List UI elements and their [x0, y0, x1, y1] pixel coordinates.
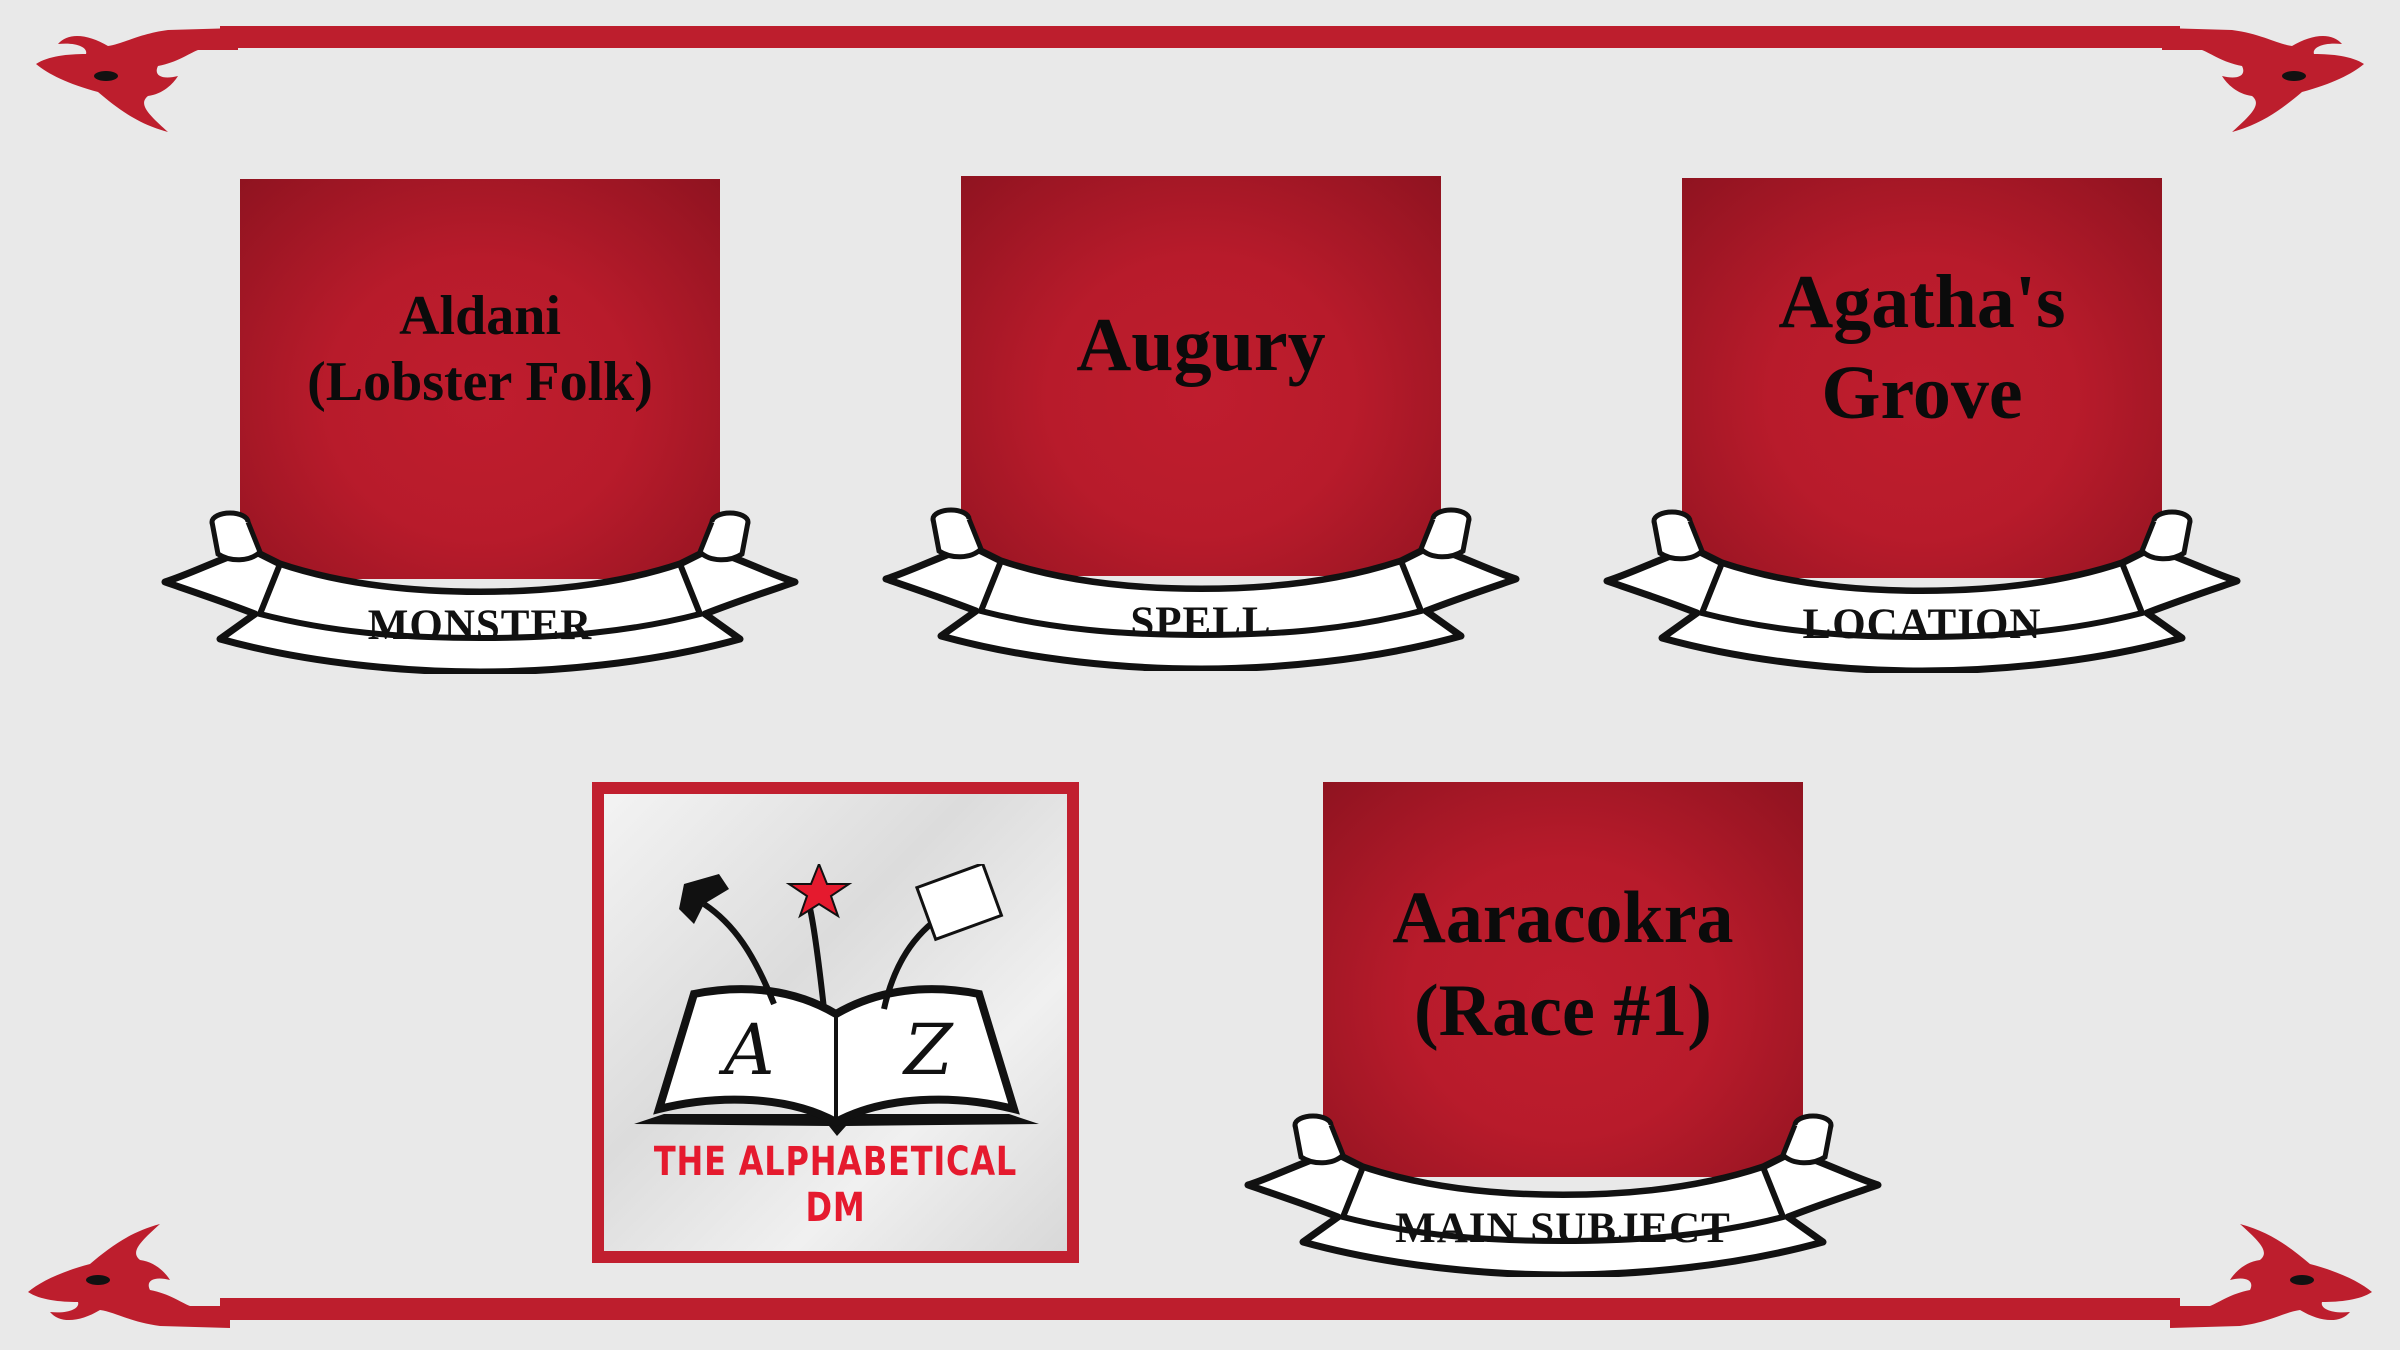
dragon-ornament-icon [2162, 28, 2364, 132]
scroll-banner-icon [1244, 1113, 1882, 1277]
page-letter-a: A [718, 1009, 775, 1091]
card-monster: Aldani (Lobster Folk) MONSTER [161, 179, 799, 739]
logo-text: THE ALPHABETICAL DM [653, 1139, 1018, 1231]
open-book-icon: A Z [634, 864, 1039, 1136]
card-main-subject: Aaracokra (Race #1) MAIN SUBJECT [1244, 782, 1882, 1342]
alphabetical-dm-logo: A Z THE ALPHABETICAL DM [592, 782, 1079, 1263]
page-letter-z: Z [902, 1009, 954, 1091]
card-panel: Aldani (Lobster Folk) [240, 179, 720, 579]
card-category-label: MONSTER [367, 602, 593, 649]
card-title: Agatha's Grove [1778, 259, 2066, 435]
scroll-banner-icon [1603, 509, 2241, 673]
card-title: Aldani (Lobster Folk) [307, 284, 653, 413]
card-category-label: LOCATION [1802, 601, 2042, 648]
card-title: Aaracokra (Race #1) [1392, 877, 1734, 1052]
card-panel: Aaracokra (Race #1) [1323, 782, 1803, 1177]
card-location: Agatha's Grove LOCATION [1603, 178, 2241, 738]
card-spell: Augury SPELL [882, 176, 1520, 736]
dragon-ornament-icon [2170, 1224, 2372, 1328]
dragon-ornament-icon [28, 1224, 230, 1328]
card-panel: Agatha's Grove [1682, 178, 2162, 578]
bottom-border-bar [220, 1298, 2180, 1320]
top-border-bar [220, 26, 2180, 48]
card-title: Augury [1076, 303, 1326, 388]
card-category-label: MAIN SUBJECT [1395, 1205, 1731, 1252]
dragon-ornament-icon [36, 28, 238, 132]
card-panel: Augury [961, 176, 1441, 576]
scroll-banner-icon [161, 510, 799, 674]
card-category-label: SPELL [1130, 599, 1272, 646]
scroll-banner-icon [882, 507, 1520, 671]
